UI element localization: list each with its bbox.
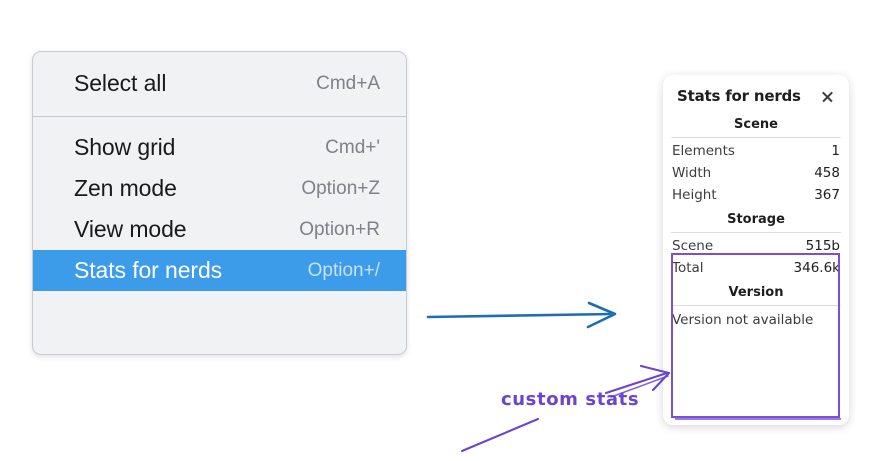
stat-row: Total 346.6k [663, 257, 849, 279]
menu-group-2: Show grid Cmd+' Zen mode Option+Z View m… [33, 117, 406, 300]
menu-item-label: Show grid [74, 134, 176, 160]
menu-item-shortcut: Cmd+' [325, 137, 380, 158]
stat-key: Width [672, 165, 712, 181]
stat-row: Elements 1 [663, 140, 849, 162]
menu-item-zen-mode[interactable]: Zen mode Option+Z [33, 168, 406, 209]
stat-key: Total [672, 260, 704, 276]
stat-value: 346.6k [793, 260, 840, 276]
stats-for-nerds-panel[interactable]: Stats for nerds Scene Elements 1 Width 4… [663, 75, 849, 425]
stat-row: Scene 515b [663, 235, 849, 257]
menu-item-shortcut: Cmd+A [316, 73, 380, 94]
menu-group-1: Select all Cmd+A [33, 52, 406, 117]
menu-item-label: Stats for nerds [74, 257, 223, 283]
stat-value: 458 [814, 165, 840, 181]
menu-item-show-grid[interactable]: Show grid Cmd+' [33, 127, 406, 168]
menu-item-label: Zen mode [74, 175, 177, 201]
menu-item-select-all[interactable]: Select all Cmd+A [33, 63, 406, 104]
menu-item-view-mode[interactable]: View mode Option+R [33, 209, 406, 250]
panel-header: Stats for nerds [663, 75, 849, 111]
menu-item-shortcut: Option+Z [301, 178, 380, 199]
menu-item-shortcut: Option+/ [307, 260, 380, 281]
stat-row: Height 367 [663, 184, 849, 206]
panel-title: Stats for nerds [677, 87, 801, 105]
section-title: Version [728, 285, 784, 300]
section-scene: Scene Elements 1 Width 458 Height 367 [663, 111, 849, 206]
stat-value: 367 [814, 187, 840, 203]
stat-key: Scene [672, 238, 714, 254]
section-version: Version Version not available [663, 279, 849, 331]
stat-value: 515b [805, 238, 840, 254]
section-divider [671, 137, 841, 138]
section-title: Storage [727, 212, 785, 227]
blue-arrow-annotation [426, 301, 617, 329]
version-note: Version not available [672, 312, 814, 328]
section-divider [671, 305, 841, 306]
menu-item-label: View mode [74, 216, 187, 242]
purple-underline-annotation [460, 417, 540, 453]
context-menu[interactable]: Select all Cmd+A Show grid Cmd+' Zen mod… [32, 51, 407, 355]
close-icon[interactable] [820, 89, 835, 104]
stat-value: 1 [831, 143, 840, 159]
menu-item-shortcut: Option+R [299, 219, 380, 240]
custom-stats-label: custom stats [501, 389, 640, 410]
stat-key: Height [672, 187, 717, 203]
section-title: Scene [734, 117, 778, 132]
menu-item-label: Select all [74, 70, 167, 96]
stat-row: Width 458 [663, 162, 849, 184]
section-storage: Storage Scene 515b Total 346.6k [663, 206, 849, 279]
stat-key: Elements [672, 143, 735, 159]
section-divider [671, 232, 841, 233]
menu-item-stats-for-nerds[interactable]: Stats for nerds Option+/ [33, 250, 406, 291]
